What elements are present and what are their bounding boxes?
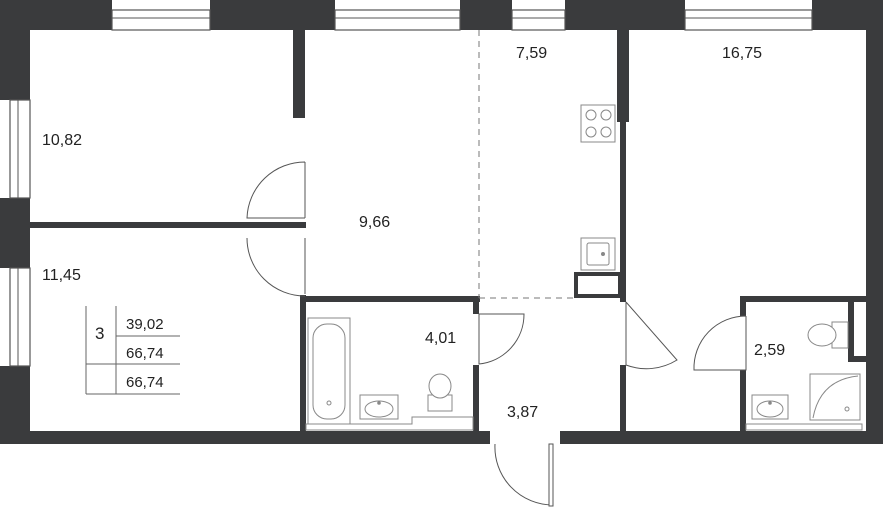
fixtures: [305, 104, 863, 431]
window-left-2: [9, 267, 31, 367]
wall-bath-right: [473, 296, 479, 314]
area-legend: 3 39,02 66,74 66,74: [85, 306, 180, 395]
wall-hall-left-lower: [300, 295, 306, 435]
windows: [9, 9, 813, 367]
legend-living-area: 39,02: [126, 316, 164, 333]
wall-wc-left-upper: [740, 296, 746, 316]
door-wc: [693, 315, 747, 371]
wall-corridor-right: [620, 365, 626, 435]
wall-hall-left-upper: [293, 30, 305, 118]
wall-bottom-left: [0, 431, 490, 444]
toilet-icon: [427, 373, 453, 412]
bathtub-icon: [307, 317, 351, 425]
label-bedroom-bottom-left: 11,45: [42, 267, 81, 284]
wall-left-top: [0, 0, 30, 100]
label-living-right: 16,75: [722, 45, 762, 62]
kitchen-sink-icon: [580, 237, 616, 271]
label-bathroom: 4,01: [425, 330, 456, 347]
wc-toilet-icon: [807, 321, 849, 349]
door-living: [625, 301, 678, 370]
room-labels: 10,82 11,45 9,66 7,59 16,75 4,01 3,87 2,…: [42, 45, 785, 421]
window-top-3: [511, 9, 566, 31]
zone-separators: [478, 30, 576, 299]
wall-kitchen-right: [617, 30, 629, 122]
window-top-2: [334, 9, 461, 31]
legend-total-area: 66,74: [126, 345, 164, 362]
wall-left-mid: [0, 198, 30, 268]
wall-kitchen-right-lower: [620, 122, 626, 302]
doors: [246, 161, 747, 506]
bath-ledge: [305, 416, 474, 431]
wall-top-mid-left: [210, 0, 335, 30]
label-bedroom-top-left: 10,82: [42, 132, 82, 149]
wall-bath-right-lower: [473, 365, 479, 435]
wall-wc-inner: [848, 300, 854, 362]
wall-wc-left-lower: [740, 370, 746, 435]
bath-sink-icon: [359, 394, 399, 420]
stove-icon: [580, 104, 616, 143]
wall-bath-top: [300, 296, 480, 302]
wall-bedrooms-divider: [30, 222, 306, 228]
window-left-1: [9, 99, 31, 199]
legend-rooms-count: 3: [95, 324, 104, 343]
door-bathroom: [478, 313, 525, 365]
label-kitchen: 7,59: [516, 45, 547, 62]
door-bedroom-top: [246, 161, 306, 219]
wall-wc-top: [740, 296, 868, 302]
shower-icon: [809, 373, 861, 421]
wc-ledge: [745, 423, 863, 431]
label-hall-room: 9,66: [359, 214, 390, 231]
window-mullions: [17, 17, 812, 366]
wall-wc-inner-h: [848, 356, 868, 362]
outer-walls: [0, 0, 883, 444]
wall-top-mid-right: [565, 0, 685, 30]
door-entrance-leaf: [548, 443, 554, 507]
wall-right: [866, 0, 883, 444]
door-entrance: [494, 443, 554, 506]
window-top-4: [684, 9, 813, 31]
label-corridor: 3,87: [507, 404, 538, 421]
wc-sink-icon: [751, 394, 789, 420]
legend-total-area-2: 66,74: [126, 374, 164, 391]
wall-top-mid: [460, 0, 512, 30]
door-bedroom-bottom: [246, 237, 306, 297]
window-top-1: [111, 9, 211, 31]
wall-bottom-right: [560, 431, 883, 444]
interior-walls: [30, 30, 868, 435]
kitchen-niche: [574, 272, 622, 298]
label-wc: 2,59: [754, 342, 785, 359]
